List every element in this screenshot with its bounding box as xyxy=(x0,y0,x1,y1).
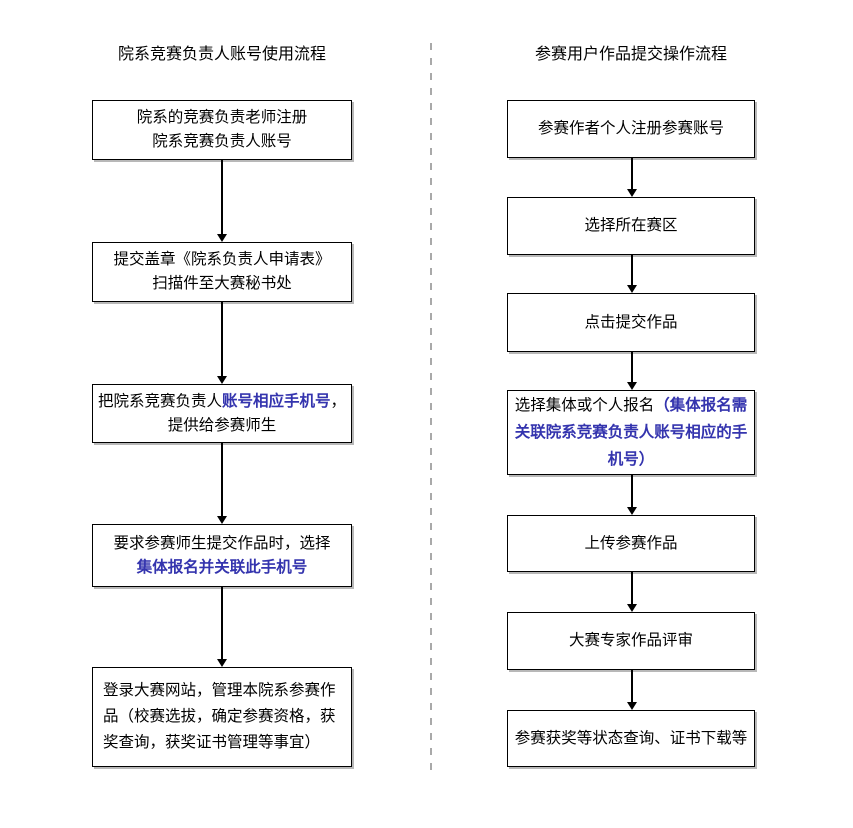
box-text-line: 参赛作者个人注册参赛账号 xyxy=(537,120,724,137)
box-text-segment: 把院系竞赛负责人 xyxy=(97,392,222,410)
box-text-line: 提供给参赛师生 xyxy=(167,416,277,434)
arrow-head-icon xyxy=(627,285,637,293)
box-text-line: 院系竞赛负责人账号 xyxy=(152,133,292,150)
flow-arrow xyxy=(626,670,638,710)
arrow-head-icon xyxy=(627,507,637,515)
left-flow-title: 院系竞赛负责人账号使用流程 xyxy=(117,46,326,63)
box-text-segment: 选择集体或个人报名 xyxy=(514,397,655,414)
arrow-shaft xyxy=(221,443,223,518)
arrow-shaft xyxy=(221,587,223,661)
arrow-shaft xyxy=(221,160,223,236)
box-text-segment: ， xyxy=(330,392,347,410)
box-text-highlight: （集体报名需关联院系竞赛负责人账号相应的手机号） xyxy=(514,397,748,468)
box-text-line: 上传参赛作品 xyxy=(584,534,678,552)
box-text-highlight: 集体报名并关联此手机号 xyxy=(136,558,308,576)
arrow-shaft xyxy=(631,670,633,704)
box-text-line: 把院系竞赛负责人账号相应手机号， xyxy=(97,390,347,414)
arrow-head-icon xyxy=(217,376,227,384)
flow-box-select-region: 选择所在赛区 xyxy=(507,197,755,255)
column-divider xyxy=(430,43,432,773)
flow-box-award-status-query: 参赛获奖等状态查询、证书下载等 xyxy=(507,710,755,767)
flow-arrow xyxy=(216,443,228,524)
arrow-head-icon xyxy=(217,516,227,524)
arrow-shaft xyxy=(631,158,633,191)
arrow-head-icon xyxy=(627,604,637,612)
flow-box-manage-entries: 登录大赛网站，管理本院系参赛作品（校赛选拔，确定参赛资格，获奖查询，获奖证书管理… xyxy=(92,667,352,767)
box-text-highlight: 账号相应手机号 xyxy=(221,392,331,410)
flow-box-submit-stamped-form: 提交盖章《院系负责人申请表》 扫描件至大赛秘书处 xyxy=(92,242,352,302)
box-text-line: 扫描件至大赛秘书处 xyxy=(152,275,292,292)
box-text-line: 要求参赛师生提交作品时，选择 xyxy=(113,534,331,552)
box-text-line: 选择所在赛区 xyxy=(584,217,678,234)
arrow-head-icon xyxy=(627,382,637,390)
flow-arrow xyxy=(216,160,228,242)
flow-box-expert-review: 大赛专家作品评审 xyxy=(507,612,755,670)
flow-arrow xyxy=(216,587,228,667)
flow-arrow xyxy=(626,158,638,197)
flow-box-register-entrant-account: 参赛作者个人注册参赛账号 xyxy=(507,100,755,158)
box-text-line: 提交盖章《院系负责人申请表》 xyxy=(113,251,331,268)
arrow-head-icon xyxy=(627,702,637,710)
box-text-line: 选择集体或个人报名（集体报名需关联院系竞赛负责人账号相应的手机号） xyxy=(512,392,750,473)
right-flow-title: 参赛用户作品提交操作流程 xyxy=(534,46,727,63)
flow-arrow xyxy=(626,352,638,390)
arrow-head-icon xyxy=(217,234,227,242)
arrow-head-icon xyxy=(627,189,637,197)
box-text-line: 登录大赛网站，管理本院系参赛作品（校赛选拔，确定参赛资格，获奖查询，获奖证书管理… xyxy=(103,682,336,751)
box-text-line: 院系的竞赛负责老师注册 xyxy=(136,109,308,126)
arrow-shaft xyxy=(631,255,633,287)
flow-box-choose-signup-type: 选择集体或个人报名（集体报名需关联院系竞赛负责人账号相应的手机号） xyxy=(507,390,755,475)
flow-arrow xyxy=(626,475,638,515)
flow-arrow xyxy=(626,572,638,612)
arrow-head-icon xyxy=(217,659,227,667)
flow-box-upload-work: 上传参赛作品 xyxy=(507,515,755,572)
flow-box-click-submit-work: 点击提交作品 xyxy=(507,293,755,352)
box-text-line: 大赛专家作品评审 xyxy=(568,632,693,649)
arrow-shaft xyxy=(631,572,633,606)
flow-box-register-leader-account: 院系的竞赛负责老师注册 院系竞赛负责人账号 xyxy=(92,100,352,160)
flow-box-require-group-signup: 要求参赛师生提交作品时，选择 集体报名并关联此手机号 xyxy=(92,524,352,587)
box-text-line: 参赛获奖等状态查询、证书下载等 xyxy=(514,729,748,747)
arrow-shaft xyxy=(221,302,223,378)
flow-arrow xyxy=(216,302,228,384)
flow-box-provide-phone-number: 把院系竞赛负责人账号相应手机号， 提供给参赛师生 xyxy=(92,384,352,443)
arrow-shaft xyxy=(631,352,633,384)
arrow-shaft xyxy=(631,475,633,509)
flow-arrow xyxy=(626,255,638,293)
box-text-line: 点击提交作品 xyxy=(584,313,678,331)
